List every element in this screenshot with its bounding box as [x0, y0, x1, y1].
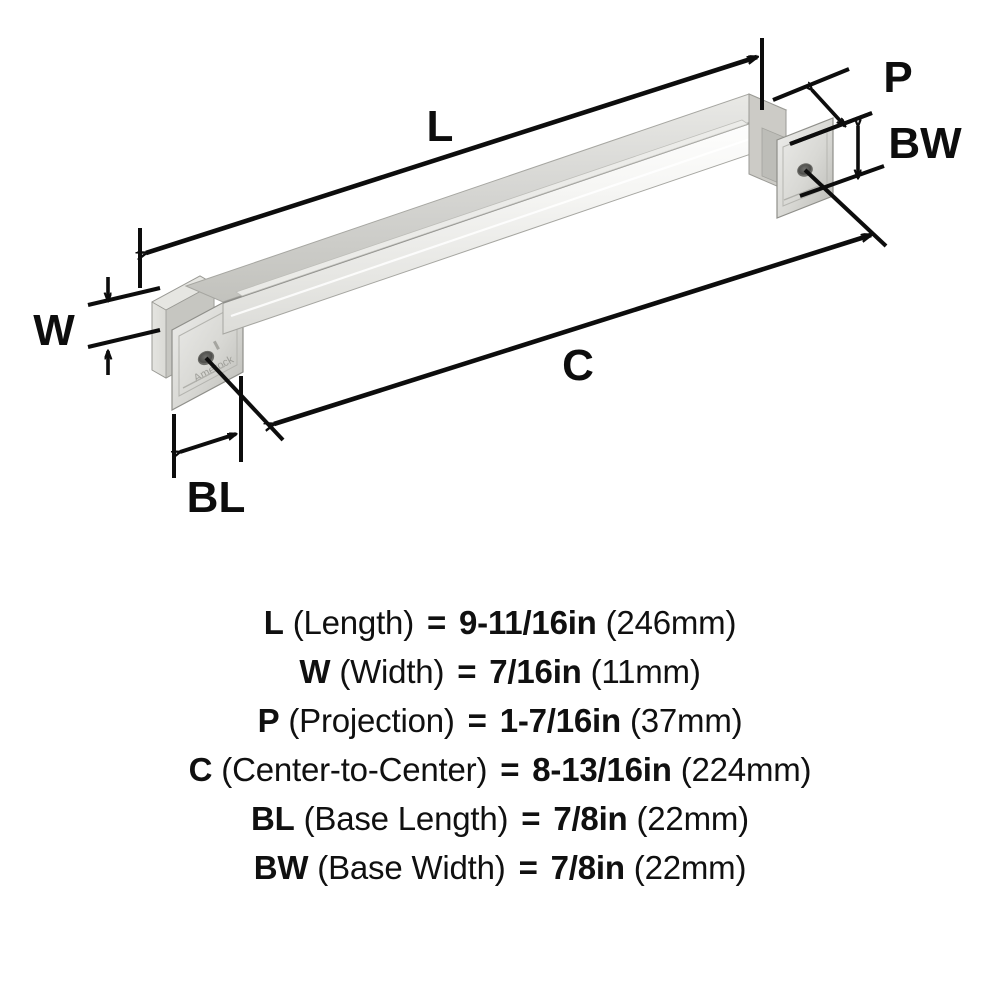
product-drawing: Amerock [33, 38, 962, 522]
legend-symbol: L [263, 604, 284, 641]
legend-value: 1-7/16in [499, 702, 621, 739]
legend-name: (Base Width) [317, 849, 506, 886]
dimension-label-P: P [883, 53, 912, 102]
legend-row: P (Projection) = 1-7/16in (37mm) [258, 696, 743, 745]
dimension-label-BW: BW [888, 119, 962, 168]
legend-row: C (Center-to-Center) = 8-13/16in (224mm) [189, 745, 812, 794]
legend-equals: = [467, 702, 487, 739]
dimension-label-C: C [562, 341, 594, 390]
dimension-BW [789, 111, 885, 198]
legend-metric: (224mm) [680, 751, 812, 788]
legend-metric: (22mm) [636, 800, 749, 837]
dimension-legend: L (Length) = 9-11/16in (246mm) W (Width)… [0, 598, 1000, 892]
dimension-label-BL: BL [187, 473, 246, 522]
legend-metric: (37mm) [629, 702, 743, 739]
legend-equals: = [500, 751, 520, 788]
legend-name: (Base Length) [303, 800, 509, 837]
dimension-C [204, 168, 888, 442]
dimension-label-L: L [427, 102, 454, 151]
legend-metric: (246mm) [605, 604, 737, 641]
legend-row: BW (Base Width) = 7/8in (22mm) [254, 843, 747, 892]
legend-symbol: C [188, 751, 213, 788]
legend-row: L (Length) = 9-11/16in (246mm) [264, 598, 737, 647]
legend-name: (Projection) [288, 702, 455, 739]
legend-symbol: BL [251, 800, 295, 837]
legend-row: W (Width) = 7/16in (11mm) [299, 647, 700, 696]
legend-row: BL (Base Length) = 7/8in (22mm) [251, 794, 749, 843]
legend-metric: (22mm) [633, 849, 747, 886]
legend-symbol: P [257, 702, 280, 739]
legend-equals: = [457, 653, 477, 690]
legend-equals: = [426, 604, 447, 641]
legend-value: 7/8in [553, 800, 628, 837]
legend-metric: (11mm) [590, 653, 701, 690]
legend-symbol: BW [253, 849, 309, 886]
dimension-L [140, 38, 764, 288]
legend-symbol: W [299, 653, 331, 690]
legend-value: 7/8in [550, 849, 625, 886]
legend-name: (Width) [339, 653, 445, 690]
dimension-BL [174, 376, 243, 478]
dimension-label-W: W [33, 306, 75, 355]
legend-value: 7/16in [489, 653, 582, 690]
dimension-W [87, 277, 161, 375]
legend-equals: = [518, 849, 538, 886]
legend-value: 9-11/16in [459, 604, 597, 641]
legend-value: 8-13/16in [532, 751, 672, 788]
legend-name: (Length) [292, 604, 415, 641]
legend-equals: = [521, 800, 541, 837]
handle-bar-top [184, 93, 788, 303]
legend-name: (Center-to-Center) [221, 751, 488, 788]
